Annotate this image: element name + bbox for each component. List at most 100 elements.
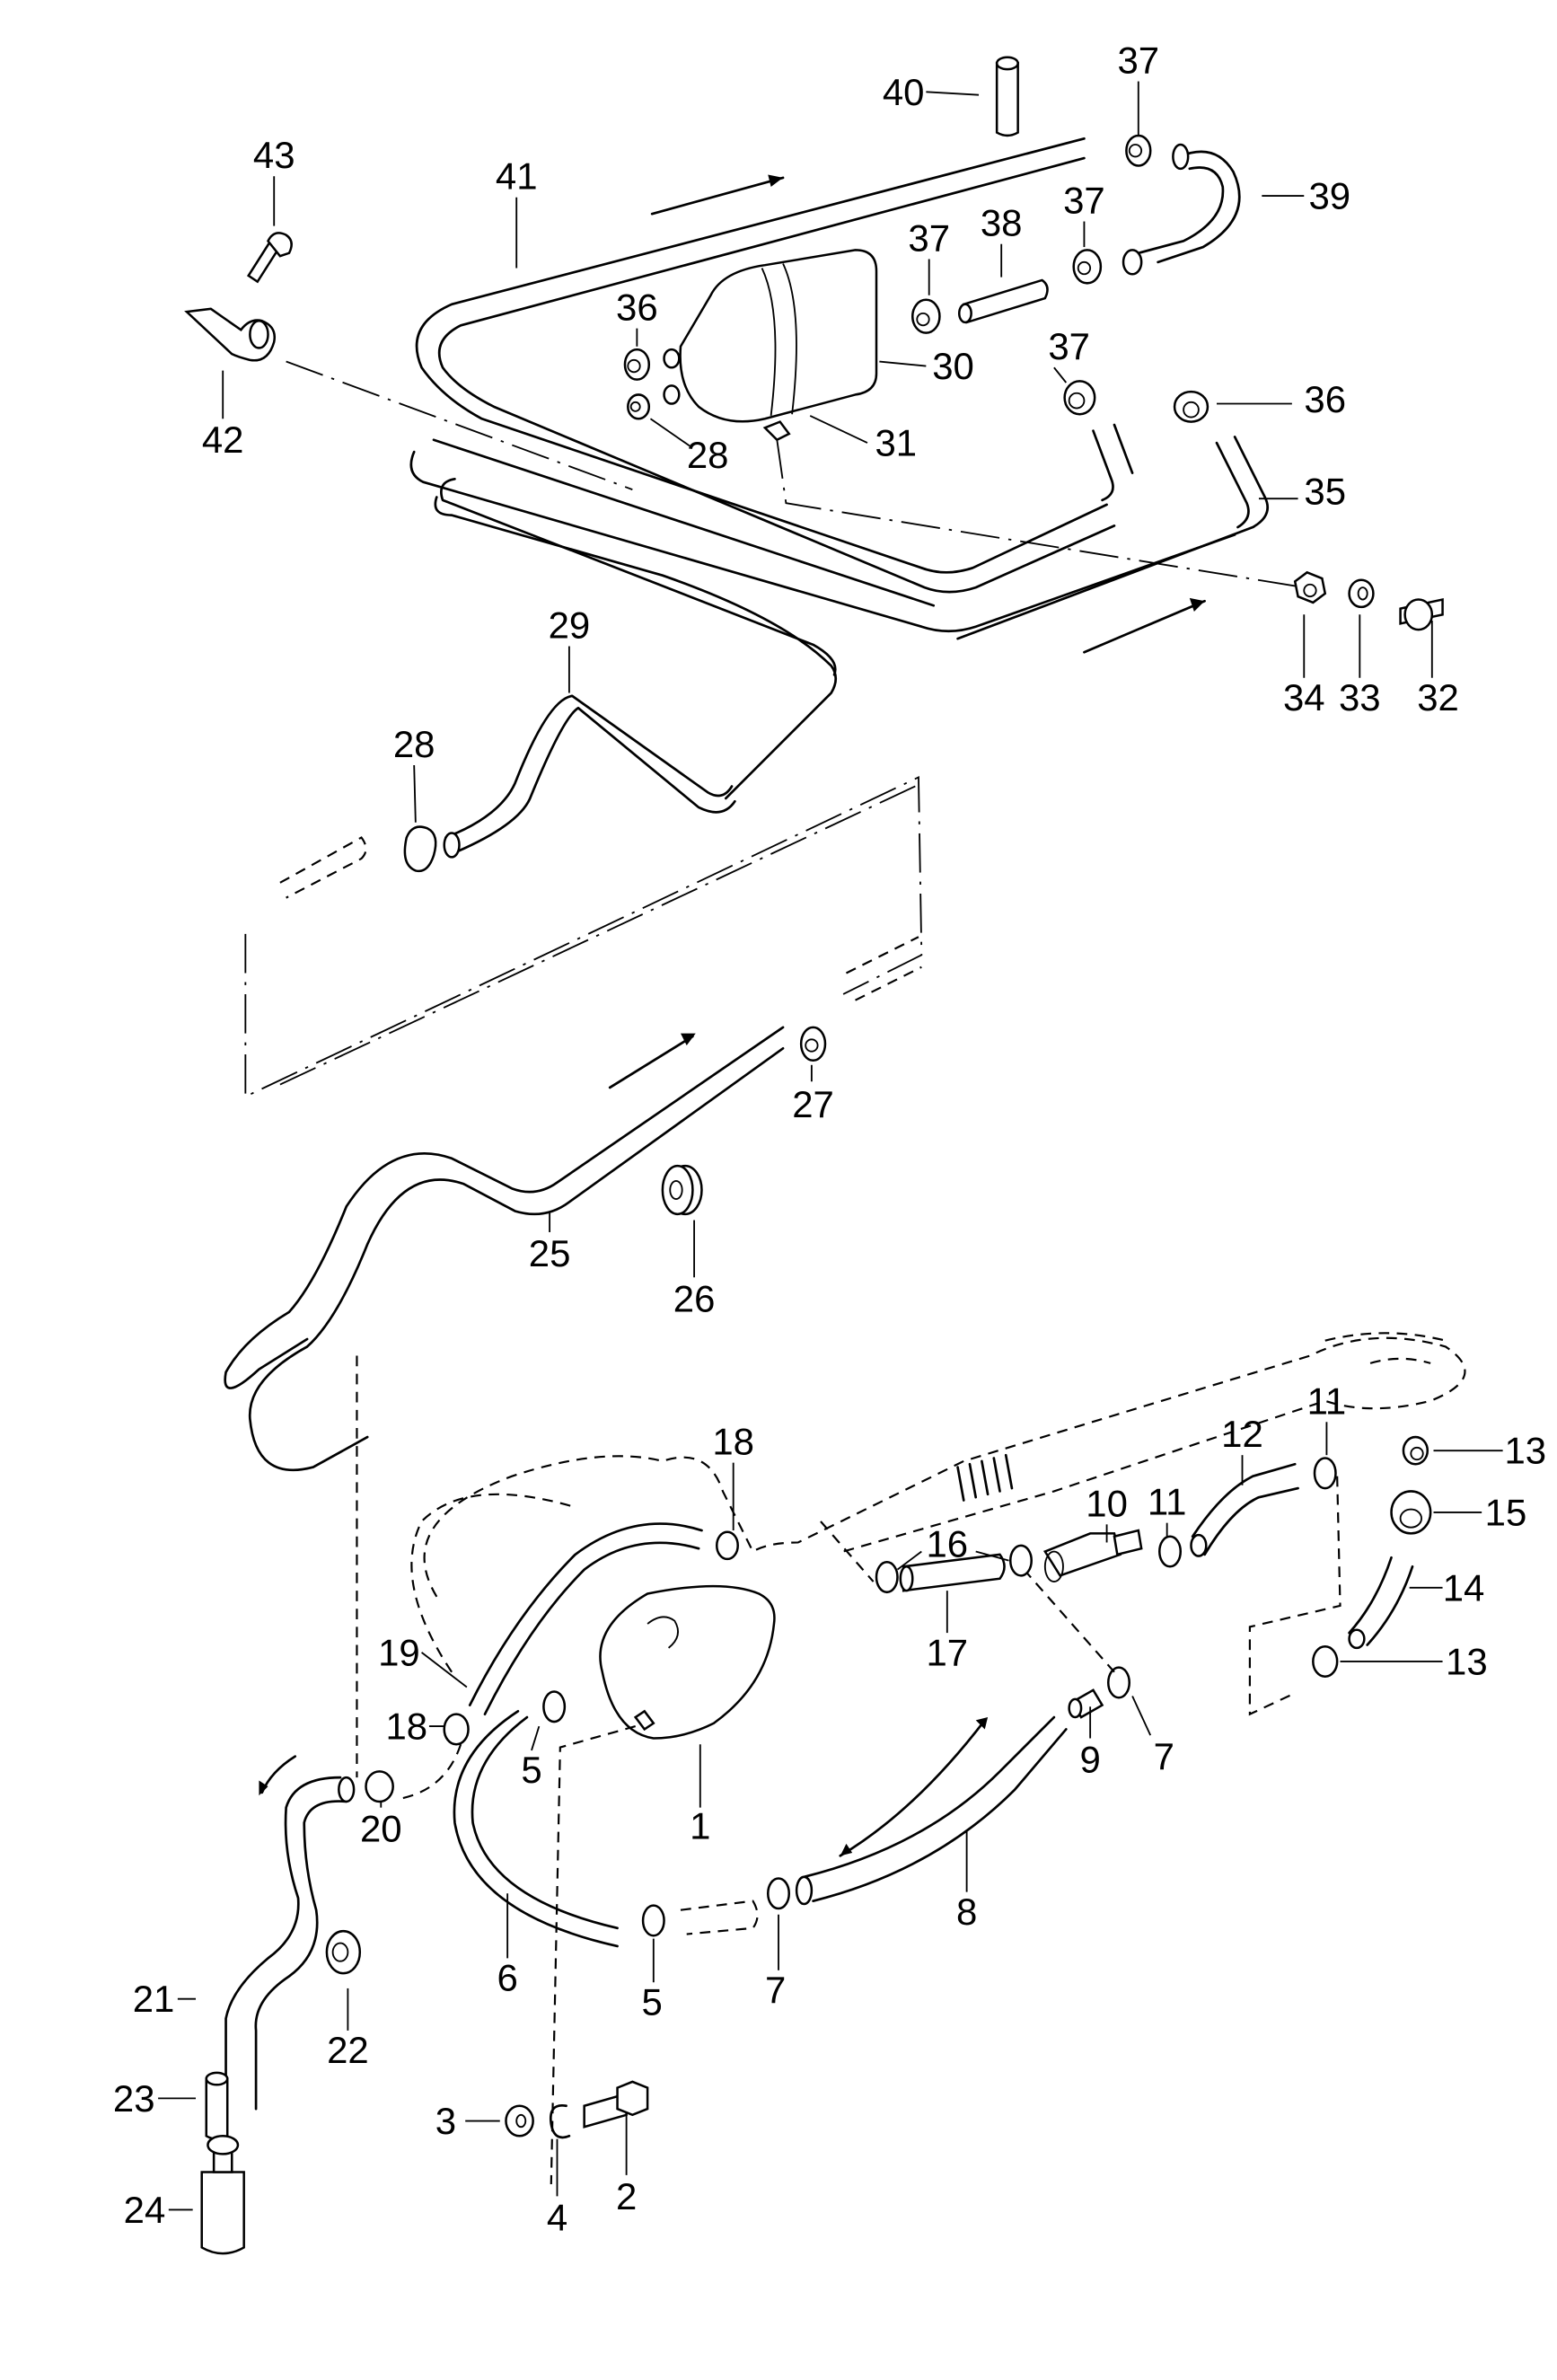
callout-17[interactable]: 17 <box>927 1631 969 1673</box>
callout-36[interactable]: 36 <box>616 286 658 329</box>
callout-24[interactable]: 24 <box>124 2189 166 2231</box>
callout-19[interactable]: 19 <box>378 1631 420 1673</box>
callout-20[interactable]: 20 <box>360 1808 402 1850</box>
callout-36[interactable]: 36 <box>1304 378 1346 420</box>
vent-line-41 <box>409 137 1236 800</box>
strap-31 <box>762 420 791 442</box>
callout-27[interactable]: 27 <box>792 1083 834 1125</box>
callout-5[interactable]: 5 <box>521 1749 541 1791</box>
clip-5-upper <box>542 1690 567 1723</box>
clip-18-left <box>443 1713 470 1746</box>
hose-14 <box>1348 1556 1414 1650</box>
hose-39 <box>1157 150 1241 264</box>
clip-13-top <box>1402 1435 1429 1466</box>
spring-washer-4 <box>549 2103 571 2139</box>
callout-42[interactable]: 42 <box>202 419 244 461</box>
callout-2[interactable]: 2 <box>616 2175 637 2217</box>
vent-line-29 <box>444 694 734 839</box>
bolt-43 <box>246 232 293 284</box>
callout-21[interactable]: 21 <box>133 1978 175 2020</box>
bolt-2 <box>583 2080 649 2129</box>
callout-12[interactable]: 12 <box>1221 1413 1263 1455</box>
callout-18[interactable]: 18 <box>385 1706 427 1748</box>
clip-28-lower <box>403 825 437 873</box>
washer-3 <box>505 2104 534 2138</box>
flow-arrow <box>650 174 785 216</box>
callout-38[interactable]: 38 <box>981 202 1023 244</box>
hose-corrugated <box>956 1453 1014 1502</box>
callout-16[interactable]: 16 <box>927 1523 969 1565</box>
clip-16-right <box>1008 1544 1033 1577</box>
nut-34 <box>1293 570 1327 604</box>
callout-40[interactable]: 40 <box>883 71 925 113</box>
callout-26[interactable]: 26 <box>673 1277 716 1319</box>
callout-32[interactable]: 32 <box>1417 676 1459 718</box>
connector-9 <box>1068 1688 1104 1719</box>
clip-13-bottom <box>1312 1644 1339 1678</box>
clip-11-left <box>1158 1535 1183 1568</box>
clip-37-mid <box>910 298 941 334</box>
connector-23 <box>205 2071 229 2140</box>
grommet-26 <box>661 1164 703 1216</box>
callout-34[interactable]: 34 <box>1283 676 1325 718</box>
callout-11[interactable]: 11 <box>1307 1380 1347 1422</box>
callout-7[interactable]: 7 <box>1154 1735 1174 1777</box>
flow-arrow <box>1083 597 1206 654</box>
callout-18[interactable]: 18 <box>712 1421 754 1463</box>
callout-14[interactable]: 14 <box>1443 1566 1485 1609</box>
flow-arrow <box>259 1755 297 1796</box>
fuel-tank-outline <box>410 1332 1466 1673</box>
callout-33[interactable]: 33 <box>1339 676 1381 718</box>
callout-13[interactable]: 13 <box>1446 1640 1488 1682</box>
callout-29[interactable]: 29 <box>549 604 591 647</box>
callout-13[interactable]: 13 <box>1504 1430 1546 1472</box>
callout-10[interactable]: 10 <box>1086 1482 1128 1524</box>
callout-8[interactable]: 8 <box>956 1891 977 1933</box>
callout-11[interactable]: 11 <box>1148 1481 1187 1523</box>
callout-43[interactable]: 43 <box>253 134 295 176</box>
callout-25[interactable]: 25 <box>529 1232 571 1274</box>
hose-17 <box>899 1553 1006 1592</box>
grommet-22 <box>325 1929 362 1975</box>
callout-37[interactable]: 37 <box>1063 180 1105 222</box>
valve-10 <box>1042 1529 1143 1582</box>
vent-line-25 <box>224 1026 785 1389</box>
callout-6[interactable]: 6 <box>497 1957 517 1999</box>
grommet-15 <box>1390 1490 1432 1535</box>
clip-37-top <box>1125 134 1152 167</box>
callout-37[interactable]: 37 <box>1117 40 1159 82</box>
callout-37[interactable]: 37 <box>908 216 950 259</box>
clip-7-upper <box>1107 1666 1130 1699</box>
clip-20 <box>365 1770 394 1803</box>
callout-35[interactable]: 35 <box>1304 470 1346 512</box>
callout-39[interactable]: 39 <box>1308 175 1350 217</box>
callout-5[interactable]: 5 <box>641 1981 662 2023</box>
canister-30 <box>663 249 878 423</box>
hose-12 <box>1190 1462 1299 1557</box>
clip-37-right <box>1072 249 1103 285</box>
callout-37[interactable]: 37 <box>1048 325 1090 367</box>
callout-4[interactable]: 4 <box>547 2196 567 2238</box>
callout-22[interactable]: 22 <box>327 2029 369 2071</box>
screw-32 <box>1399 597 1444 631</box>
callout-15[interactable]: 15 <box>1485 1491 1527 1533</box>
callout-30[interactable]: 30 <box>932 345 974 387</box>
clip-16-left <box>875 1561 899 1594</box>
hose-21 <box>224 1776 356 2111</box>
callout-31[interactable]: 31 <box>875 422 917 464</box>
clip-27 <box>799 1026 827 1062</box>
callout-9[interactable]: 9 <box>1079 1738 1100 1780</box>
expansion-tank-1 <box>599 1584 776 1740</box>
callout-7[interactable]: 7 <box>765 1969 786 2011</box>
filter-24 <box>200 2135 245 2255</box>
callout-23[interactable]: 23 <box>113 2077 155 2120</box>
callout-41[interactable]: 41 <box>496 155 538 198</box>
connector-40 <box>995 56 1019 137</box>
clip-11-right <box>1313 1457 1337 1490</box>
callout-28[interactable]: 28 <box>393 723 435 765</box>
callout-1[interactable]: 1 <box>690 1804 710 1847</box>
hose-38 <box>957 278 1049 324</box>
callout-3[interactable]: 3 <box>435 2100 456 2142</box>
callout-28[interactable]: 28 <box>687 434 729 476</box>
